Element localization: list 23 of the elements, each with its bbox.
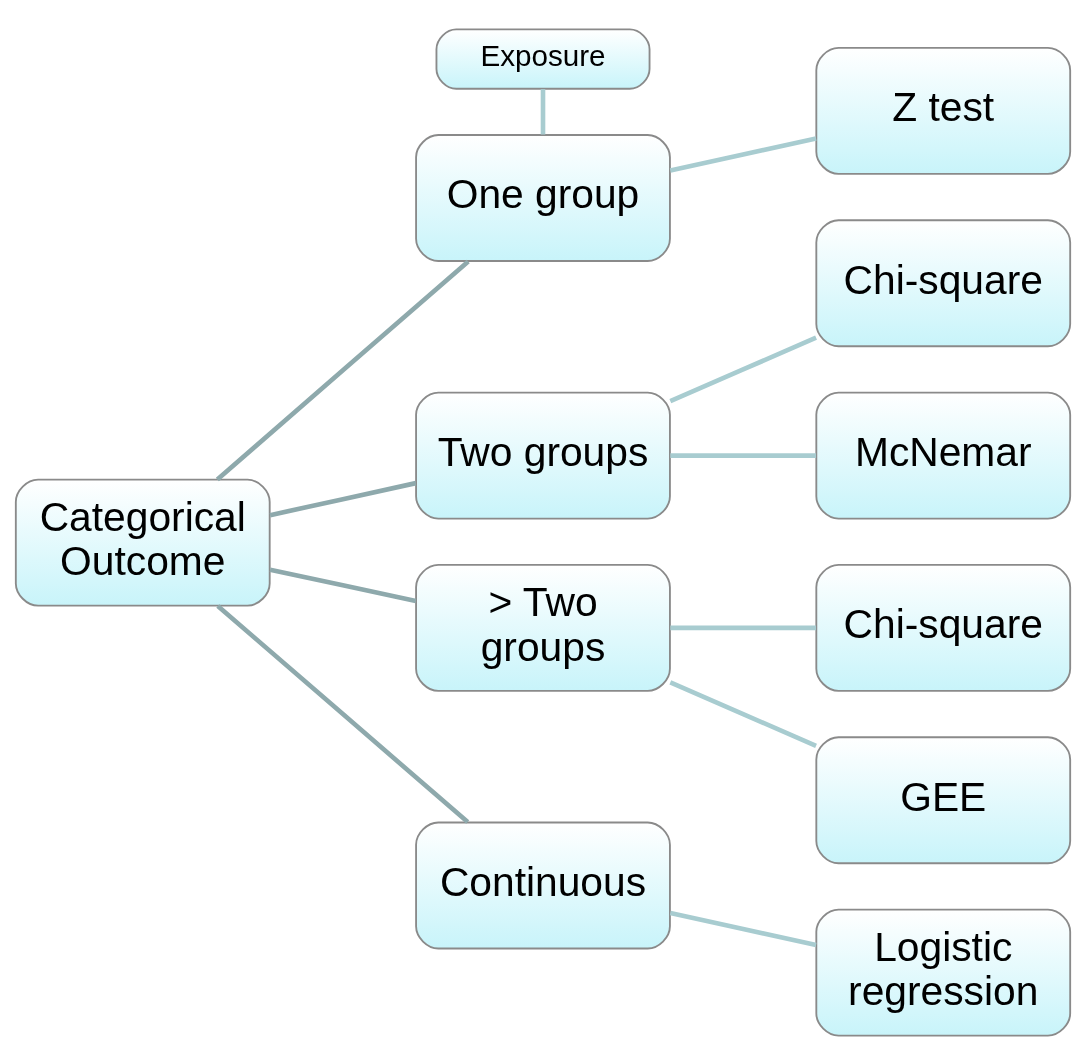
connector [269, 480, 417, 517]
node-box: Categorical Outcome [14, 478, 271, 607]
connector [669, 135, 817, 173]
connector [669, 335, 817, 403]
node-box: One group [415, 133, 671, 262]
node-box: Chi-square [815, 218, 1072, 347]
node-box: Z test [815, 46, 1072, 175]
connector [269, 566, 417, 603]
connector [540, 88, 546, 134]
node-box: McNemar [815, 391, 1072, 520]
connector [669, 679, 817, 748]
connector [215, 259, 470, 481]
node-box: Chi-square [815, 563, 1072, 692]
node-box: Logistic regression [815, 908, 1072, 1036]
node-box: > Two groups [415, 563, 671, 692]
node-box: Exposure [435, 28, 651, 90]
node-box: Two groups [415, 391, 671, 520]
connector [216, 603, 470, 824]
connector [670, 625, 817, 630]
connector [670, 452, 817, 458]
connector [669, 910, 817, 947]
node-box: Continuous [415, 821, 671, 949]
node-box: GEE [815, 735, 1072, 864]
